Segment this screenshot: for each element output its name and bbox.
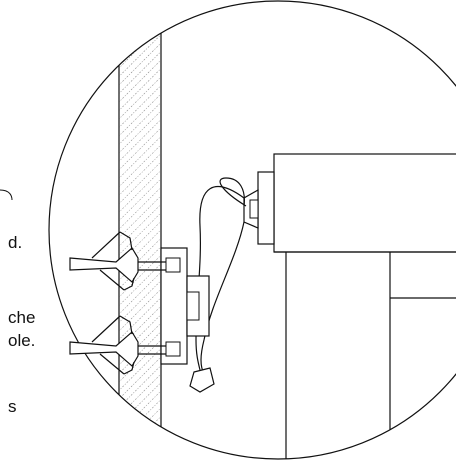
- cable-outer: [195, 186, 245, 371]
- text-fragment-1: d.: [8, 233, 23, 252]
- bracket-slot: [186, 291, 200, 321]
- text-fragment-2: che: [8, 308, 36, 327]
- wall-bracket: [160, 247, 210, 365]
- text-fragment-4: s: [8, 397, 17, 416]
- text-panel-edge: [0, 189, 13, 201]
- detail-contents: [118, 1, 456, 459]
- text-fragment-3: ole.: [8, 331, 36, 350]
- unit-connector-plate: [257, 171, 275, 245]
- mounted-unit: [273, 153, 456, 253]
- lower-wall-anchor: [69, 315, 166, 375]
- unit-connector-socket: [249, 199, 259, 219]
- bracket-screw-bottom: [165, 341, 181, 357]
- cable-end-connector: [189, 367, 215, 393]
- bracket-screw-top: [165, 257, 181, 273]
- upper-wall-anchor: [69, 231, 166, 291]
- wall-section: [119, 1, 161, 459]
